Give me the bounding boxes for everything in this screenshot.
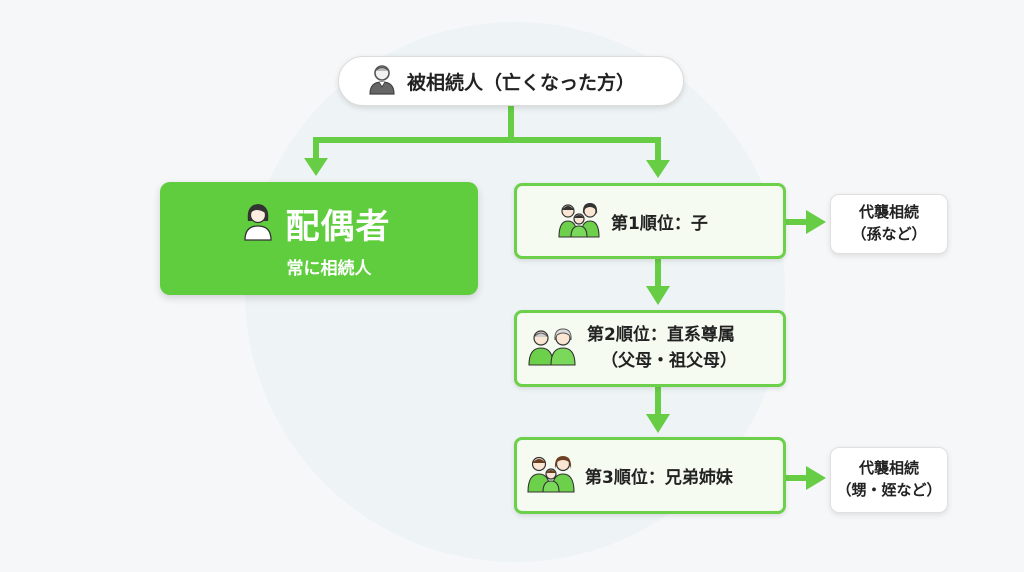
rank3-label: 第3順位：兄弟姉妹 bbox=[585, 468, 733, 488]
substitute2-line2: （甥・姪など） bbox=[836, 481, 942, 499]
substitute1-line1: 代襲相続 bbox=[858, 203, 919, 222]
woman-icon bbox=[242, 201, 274, 245]
spouse-subtitle: 常に相続人 bbox=[286, 258, 372, 279]
rank2-node: 第2順位：直系尊属 （父母・祖父母） bbox=[514, 310, 786, 387]
decedent-label: 被相続人（亡くなった方） bbox=[407, 71, 636, 94]
substitute1-line2: （孫など） bbox=[851, 225, 927, 243]
siblings-icon bbox=[527, 453, 575, 498]
decedent-node: 被相続人（亡くなった方） bbox=[338, 56, 684, 106]
spouse-title: 配偶者 bbox=[285, 206, 391, 247]
substitute-node-grandchildren: 代襲相続 （孫など） bbox=[830, 194, 948, 254]
rank2-label-line2: （父母・祖父母） bbox=[601, 350, 737, 371]
spouse-node: 配偶者 常に相続人 bbox=[160, 182, 478, 295]
substitute-node-nephews: 代襲相続 （甥・姪など） bbox=[830, 447, 948, 513]
elderly-person-icon bbox=[367, 63, 397, 100]
elderly-couple-icon bbox=[527, 326, 577, 371]
rank1-label: 第1順位：子 bbox=[611, 213, 708, 234]
rank1-node: 第1順位：子 bbox=[514, 183, 786, 259]
children-icon bbox=[557, 200, 601, 243]
rank2-label-line1: 第2順位：直系尊属 bbox=[587, 325, 735, 345]
rank3-node: 第3順位：兄弟姉妹 bbox=[514, 437, 786, 514]
substitute2-line1: 代襲相続 bbox=[858, 459, 919, 478]
